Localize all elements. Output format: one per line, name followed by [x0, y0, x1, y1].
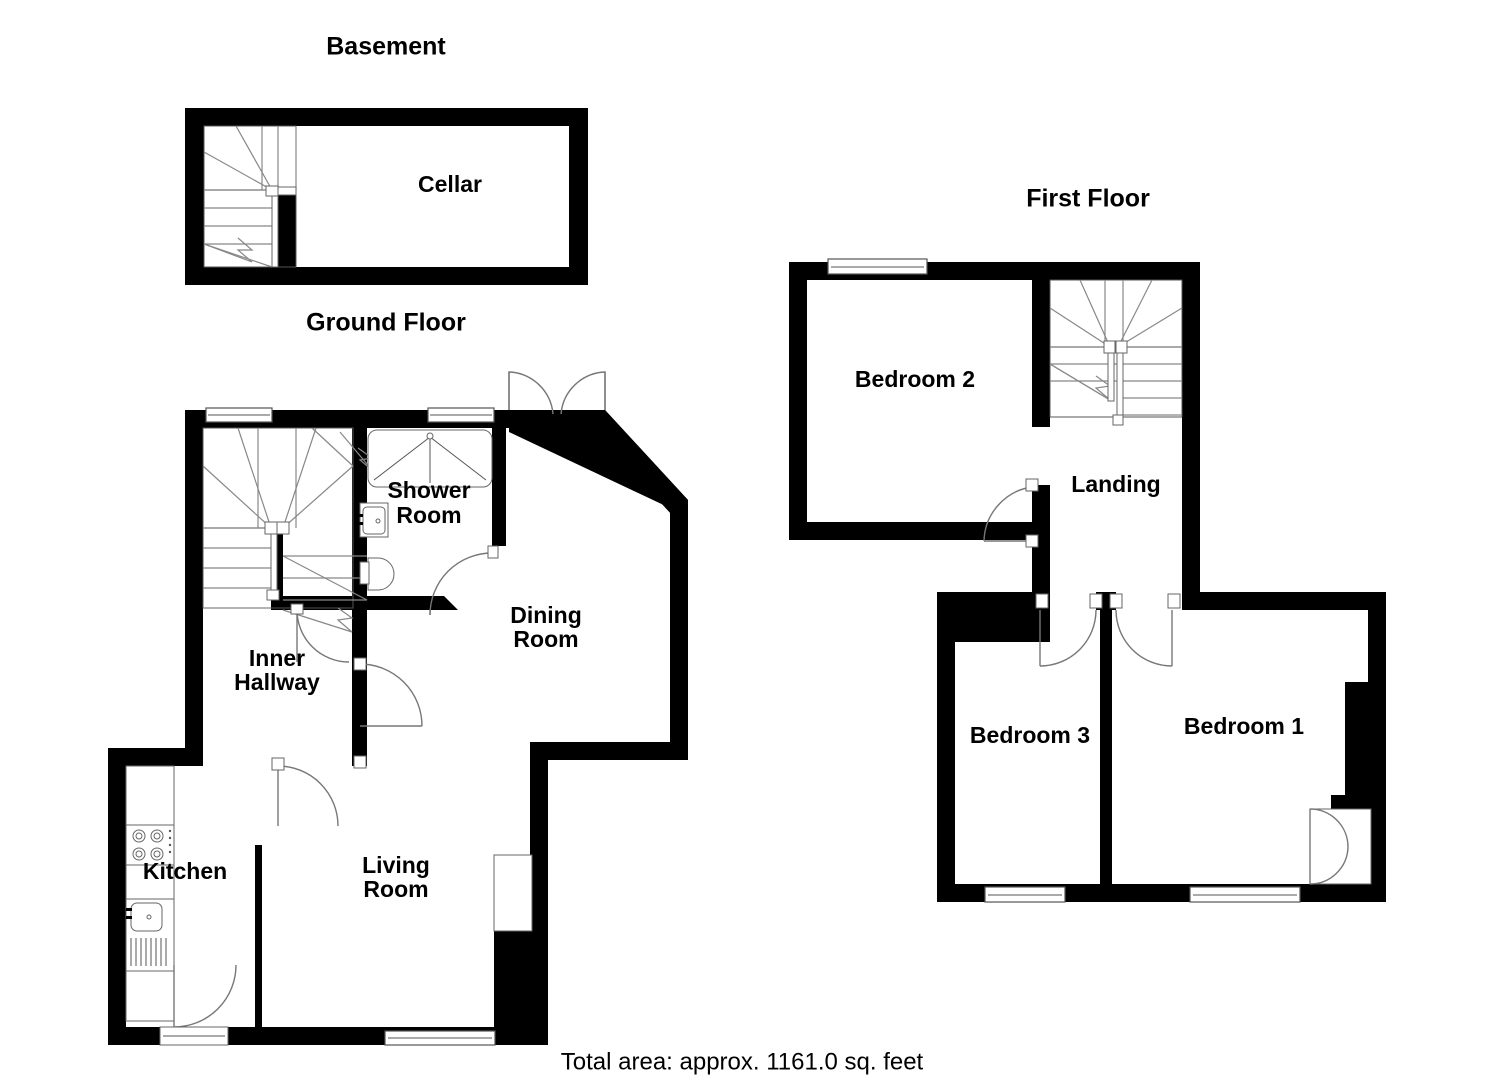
room-label-inner-hallway-line2: Hallway — [234, 669, 320, 695]
bath-fixture — [367, 429, 493, 488]
hob-fixture — [125, 824, 175, 866]
room-label-dining-room-line2: Room — [513, 626, 578, 652]
ground-doors — [159, 371, 606, 1046]
window-bedroom-1 — [1189, 886, 1301, 903]
window-bedroom-2 — [827, 258, 928, 275]
first-floor-group: First Floor — [789, 185, 1386, 903]
shower-room-door — [429, 545, 499, 616]
hallway-living-door — [271, 757, 339, 827]
room-label-living-room-line2: Room — [363, 876, 428, 902]
room-label-inner-hallway-line1: Inner — [249, 645, 305, 671]
room-label-bedroom-3: Bedroom 3 — [970, 722, 1090, 748]
window-shower-room — [427, 407, 495, 423]
hallway-dining-door — [353, 657, 423, 769]
room-label-bedroom-2: Bedroom 2 — [855, 366, 975, 392]
living-room-alcove — [493, 854, 533, 932]
shower-room-fixtures — [358, 429, 493, 591]
ground-floor-group: Ground Floor — [108, 309, 688, 1046]
room-label-shower-room-line2: Room — [396, 502, 461, 528]
first-floor-title: First Floor — [1026, 185, 1150, 213]
first-floor-staircase — [1049, 279, 1183, 426]
window-living-room — [384, 1030, 496, 1046]
wash-basin-fixture — [358, 502, 389, 538]
window-stairhall — [205, 407, 273, 423]
room-label-shower-room-line1: Shower — [387, 477, 470, 503]
room-label-landing: Landing — [1071, 471, 1160, 497]
toilet-fixture — [359, 557, 395, 591]
room-label-bedroom-1: Bedroom 1 — [1184, 713, 1304, 739]
drainer-grooves — [130, 938, 167, 966]
bedroom-2-door — [983, 478, 1039, 548]
room-label-dining-room-line1: Dining — [510, 602, 582, 628]
basement-floor-group: Basement C — [185, 33, 588, 285]
bedroom-3-door — [1035, 593, 1103, 667]
room-label-cellar: Cellar — [418, 171, 482, 197]
first-floor-doors — [983, 478, 1372, 885]
first-floor-windows — [827, 258, 1301, 903]
room-label-kitchen: Kitchen — [143, 858, 227, 884]
french-doors-dining — [508, 371, 606, 415]
ground-staircase — [202, 427, 374, 633]
total-area-text: Total area: approx. 1161.0 sq. feet — [561, 1048, 924, 1075]
sink-fixture — [125, 898, 175, 972]
kitchen-fixtures — [125, 765, 175, 1022]
inner-hallway-understair-door — [290, 603, 350, 663]
ground-windows — [205, 407, 496, 1046]
kitchen-living-partition — [255, 845, 262, 1027]
bedroom-1-door — [1109, 593, 1181, 667]
room-label-living-room-line1: Living — [362, 852, 430, 878]
basement-title: Basement — [326, 33, 446, 61]
ground-floor-title: Ground Floor — [306, 309, 466, 337]
bedroom-1-cupboard-doors — [1309, 808, 1372, 885]
window-bedroom-3 — [984, 886, 1066, 903]
basement-staircase — [203, 125, 297, 268]
kitchen-external-door — [159, 964, 237, 1046]
